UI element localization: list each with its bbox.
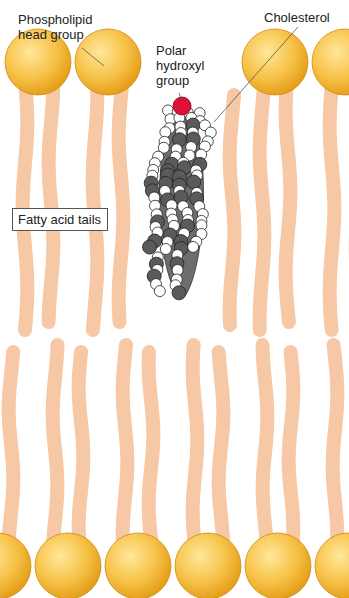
- phospholipid-head: [315, 533, 349, 598]
- fatty-acid-tail: [263, 345, 268, 560]
- phospholipid-head: [105, 533, 171, 598]
- cholesterol-atom: [187, 175, 201, 189]
- fatty-acid-tail: [230, 95, 235, 325]
- fatty-acid-tail: [49, 80, 54, 322]
- fatty-acid-tail: [123, 345, 128, 560]
- phospholipid-head: [0, 533, 31, 598]
- fatty-acid-tail: [219, 352, 224, 560]
- cholesterol-atom: [154, 286, 165, 297]
- callout-label: Phospholipid head group: [18, 12, 118, 42]
- fatty-acid-tail: [333, 345, 338, 560]
- fatty-acid-tail: [93, 80, 98, 330]
- cholesterol-atom: [172, 286, 186, 300]
- fatty-acid-tail: [23, 80, 28, 330]
- phospholipid-head: [35, 533, 101, 598]
- phospholipid-head: [75, 29, 141, 95]
- cholesterol-atom: [188, 241, 199, 252]
- phospholipid-head: [242, 29, 308, 95]
- fatty-acid-tail: [330, 80, 335, 330]
- phospholipid-head: [175, 533, 241, 598]
- hydroxyl-atom: [173, 97, 191, 115]
- leader-line: [179, 93, 182, 101]
- leader-line: [82, 48, 104, 66]
- cholesterol-atom: [143, 240, 157, 254]
- phospholipid-head: [245, 533, 311, 598]
- fatty-acid-tail: [119, 80, 124, 322]
- callout-label: Cholesterol: [264, 10, 348, 25]
- fatty-acid-tail: [79, 352, 84, 560]
- callout-label: Polar hydroxyl group: [156, 43, 218, 88]
- fatty-acid-tail: [260, 80, 265, 330]
- cholesterol-atom: [160, 244, 171, 255]
- box-label: Fatty acid tails: [18, 212, 102, 227]
- fatty-acid-tail: [193, 345, 198, 560]
- leader-line: [214, 27, 298, 122]
- fatty-acid-tail: [286, 80, 291, 322]
- fatty-acid-tail: [289, 352, 294, 560]
- fatty-acid-tail: [9, 352, 14, 560]
- label-box: Fatty acid tails: [12, 208, 108, 231]
- phospholipid-head: [312, 29, 349, 95]
- fatty-acid-tail: [53, 345, 58, 560]
- fatty-acid-tail: [149, 352, 154, 560]
